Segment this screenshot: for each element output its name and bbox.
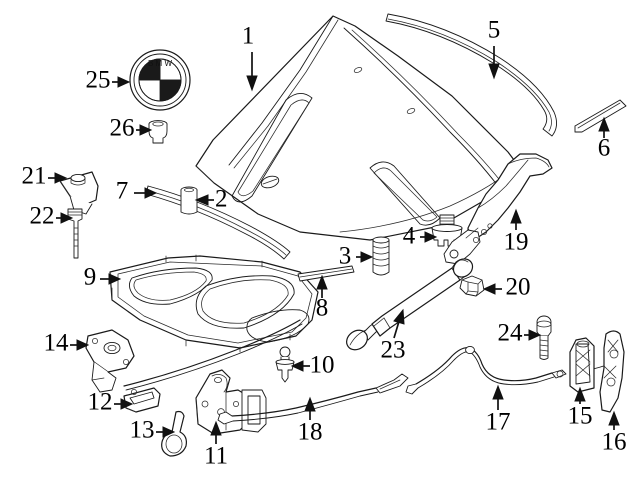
callout-label-5: 5: [488, 17, 501, 44]
release-handle: [123, 387, 161, 413]
callout-label-16: 16: [602, 429, 627, 456]
callout-label-23: 23: [381, 337, 406, 364]
catch-hook-left: [569, 337, 595, 393]
hood-seal-rear: [385, 13, 557, 137]
gas-strut-damper: [346, 258, 474, 351]
callout-label-19: 19: [504, 229, 529, 256]
lock-nut: [459, 275, 485, 297]
adjusting-screw: [67, 208, 83, 259]
callout-label-17: 17: [486, 409, 511, 436]
hood-hinge: [443, 153, 553, 265]
callout-label-1: 1: [242, 23, 255, 50]
expanding-rivet-nut: [431, 214, 463, 247]
callout-label-18: 18: [298, 419, 323, 446]
callout-numbers: 1 2 3 4 5 6 7 8 9 10 11 12 13 14 15 16 1…: [22, 17, 627, 470]
callout-label-26: 26: [110, 115, 135, 142]
hood-insulation-pad: [109, 254, 319, 353]
callout-label-9: 9: [84, 264, 97, 291]
safety-catch-lever: [161, 410, 187, 457]
callout-label-12: 12: [88, 389, 113, 416]
bowden-cable: [123, 319, 409, 425]
svg-text:B M W: B M W: [148, 59, 172, 68]
callout-label-8: 8: [316, 295, 329, 322]
callout-label-11: 11: [204, 443, 228, 470]
callout-label-22: 22: [30, 203, 55, 230]
callout-label-4: 4: [403, 223, 416, 250]
callout-label-2: 2: [215, 186, 228, 213]
release-cable: [405, 345, 615, 395]
callout-label-24: 24: [498, 320, 524, 347]
callout-leaders: [48, 46, 620, 444]
callout-label-25: 25: [86, 67, 111, 94]
catch-hook-right: [599, 330, 625, 413]
hex-head-bolt: [536, 315, 552, 360]
hood-latch-assembly: [195, 369, 267, 435]
rubber-buffer-stop: [372, 236, 390, 276]
callout-label-6: 6: [598, 135, 611, 162]
callout-label-13: 13: [130, 417, 155, 444]
trim-strip: [297, 265, 355, 282]
callout-label-20: 20: [506, 274, 531, 301]
push-in-clip: [275, 346, 295, 383]
callout-label-21: 21: [22, 163, 47, 190]
seal-strip-side: [574, 99, 627, 133]
hood-emblem-roundel: B M W: [129, 49, 191, 111]
callout-label-15: 15: [568, 403, 593, 430]
emblem-grommet: [148, 120, 168, 144]
bushing-sleeve: [180, 186, 198, 215]
callout-label-10: 10: [310, 352, 335, 379]
callout-label-14: 14: [44, 330, 70, 357]
hinge-bracket: [85, 329, 135, 393]
callout-label-3: 3: [339, 243, 352, 270]
callout-label-7: 7: [116, 178, 129, 205]
